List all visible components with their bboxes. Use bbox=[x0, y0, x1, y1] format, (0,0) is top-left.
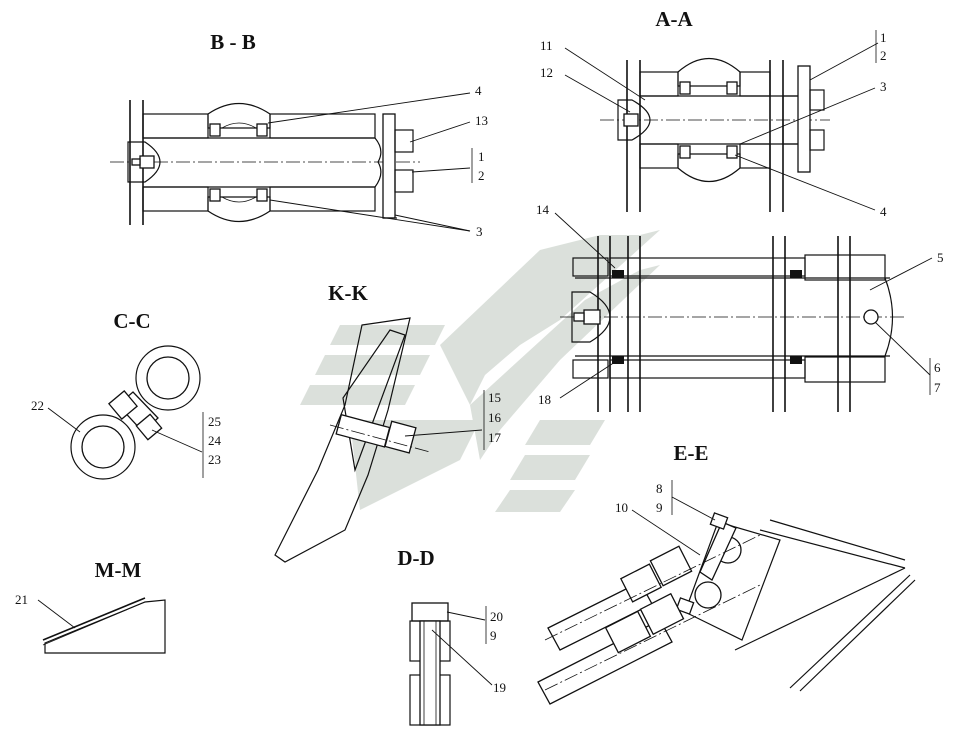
callout-3: 3 bbox=[880, 79, 887, 94]
section-dd: D-D bbox=[397, 546, 451, 726]
callout-1: 1 bbox=[478, 149, 485, 164]
callout-6: 6 bbox=[934, 360, 941, 375]
callout-12: 12 bbox=[540, 65, 553, 80]
callout-16: 16 bbox=[488, 410, 502, 425]
section-shaft bbox=[560, 236, 905, 412]
callout-24: 24 bbox=[208, 433, 222, 448]
section-bb: B - B bbox=[110, 30, 420, 225]
callout-5: 5 bbox=[937, 250, 944, 265]
callout-21: 21 bbox=[15, 592, 28, 607]
section-ee-callouts: 8 9 10 bbox=[615, 480, 716, 556]
callout-15: 15 bbox=[488, 390, 501, 405]
section-kk-callouts: 15 16 17 bbox=[404, 390, 502, 450]
callout-19: 19 bbox=[493, 680, 506, 695]
section-dd-title: D-D bbox=[397, 546, 434, 570]
callout-9: 9 bbox=[490, 628, 497, 643]
section-mm-title: M-M bbox=[95, 558, 142, 582]
callout-7: 7 bbox=[934, 380, 941, 395]
callout-8: 8 bbox=[656, 481, 663, 496]
section-shaft-callouts: 14 5 6 7 18 bbox=[536, 202, 944, 407]
factory-logo-watermark bbox=[300, 230, 660, 512]
section-mm: M-M bbox=[42, 558, 166, 654]
callout-11: 11 bbox=[540, 38, 553, 53]
callout-25: 25 bbox=[208, 414, 221, 429]
callout-9: 9 bbox=[656, 500, 663, 515]
section-ee: E-E bbox=[537, 441, 916, 705]
section-cc: C-C bbox=[70, 309, 201, 480]
callout-2: 2 bbox=[478, 168, 485, 183]
callout-3: 3 bbox=[476, 224, 483, 239]
section-aa-title: A-A bbox=[655, 7, 693, 31]
section-kk-title: K-K bbox=[328, 281, 368, 305]
section-aa-callouts: 11 12 1 2 3 4 bbox=[540, 30, 887, 219]
callout-13: 13 bbox=[475, 113, 488, 128]
callout-4: 4 bbox=[475, 83, 482, 98]
section-kk: K-K bbox=[274, 281, 431, 563]
callout-2: 2 bbox=[880, 48, 887, 63]
callout-22: 22 bbox=[31, 398, 44, 413]
section-aa: A-A bbox=[600, 7, 830, 212]
section-bb-callouts: 4 13 1 2 3 bbox=[267, 83, 488, 239]
section-ee-title: E-E bbox=[673, 441, 708, 465]
callout-4: 4 bbox=[880, 204, 887, 219]
callout-14: 14 bbox=[536, 202, 550, 217]
callout-20: 20 bbox=[490, 609, 503, 624]
section-dd-callouts: 20 9 19 bbox=[431, 606, 506, 695]
callout-18: 18 bbox=[538, 392, 551, 407]
callout-1: 1 bbox=[880, 30, 887, 45]
callout-10: 10 bbox=[615, 500, 628, 515]
callout-23: 23 bbox=[208, 452, 221, 467]
section-mm-callouts: 21 bbox=[15, 592, 76, 629]
section-bb-title: B - B bbox=[210, 30, 256, 54]
callout-17: 17 bbox=[488, 430, 502, 445]
section-cc-title: C-C bbox=[113, 309, 150, 333]
section-cc-callouts: 22 25 24 23 bbox=[31, 398, 222, 478]
